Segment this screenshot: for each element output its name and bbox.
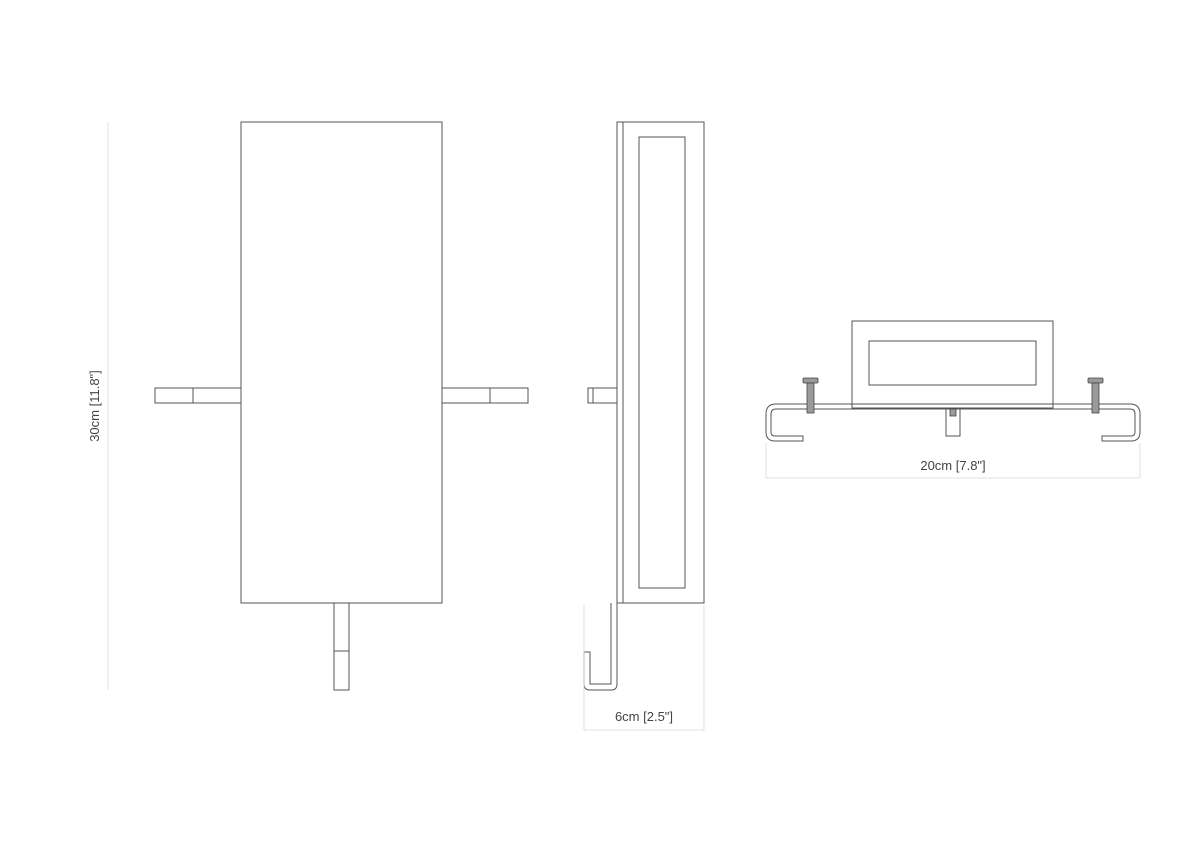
top-housing: [851, 320, 1054, 409]
top-inner-panel: [868, 340, 1037, 386]
top-view: [765, 320, 1141, 442]
top-bracket: [765, 403, 1141, 442]
height-dimension-label: 30cm [11.8"]: [87, 370, 102, 442]
side-hook: [583, 603, 618, 691]
front-view: [154, 121, 529, 691]
depth-dimension: 6cm [2.5"]: [583, 605, 705, 731]
depth-dimension-label: 6cm [2.5"]: [615, 709, 673, 724]
front-bottom-stem: [333, 602, 350, 691]
side-housing: [616, 121, 705, 604]
left-bolt-icon: [802, 377, 819, 414]
width-dimension: 20cm [7.8"]: [765, 443, 1141, 479]
side-inner-panel: [638, 136, 686, 589]
side-view: [583, 121, 705, 691]
width-dimension-label: 20cm [7.8"]: [920, 458, 985, 473]
right-bolt-icon: [1087, 377, 1104, 414]
height-dimension: 30cm [11.8"]: [87, 122, 109, 690]
side-stub: [587, 387, 618, 404]
front-right-arm: [441, 387, 529, 404]
front-panel: [240, 121, 443, 604]
front-left-arm: [154, 387, 242, 404]
top-center-clip: [945, 408, 961, 437]
